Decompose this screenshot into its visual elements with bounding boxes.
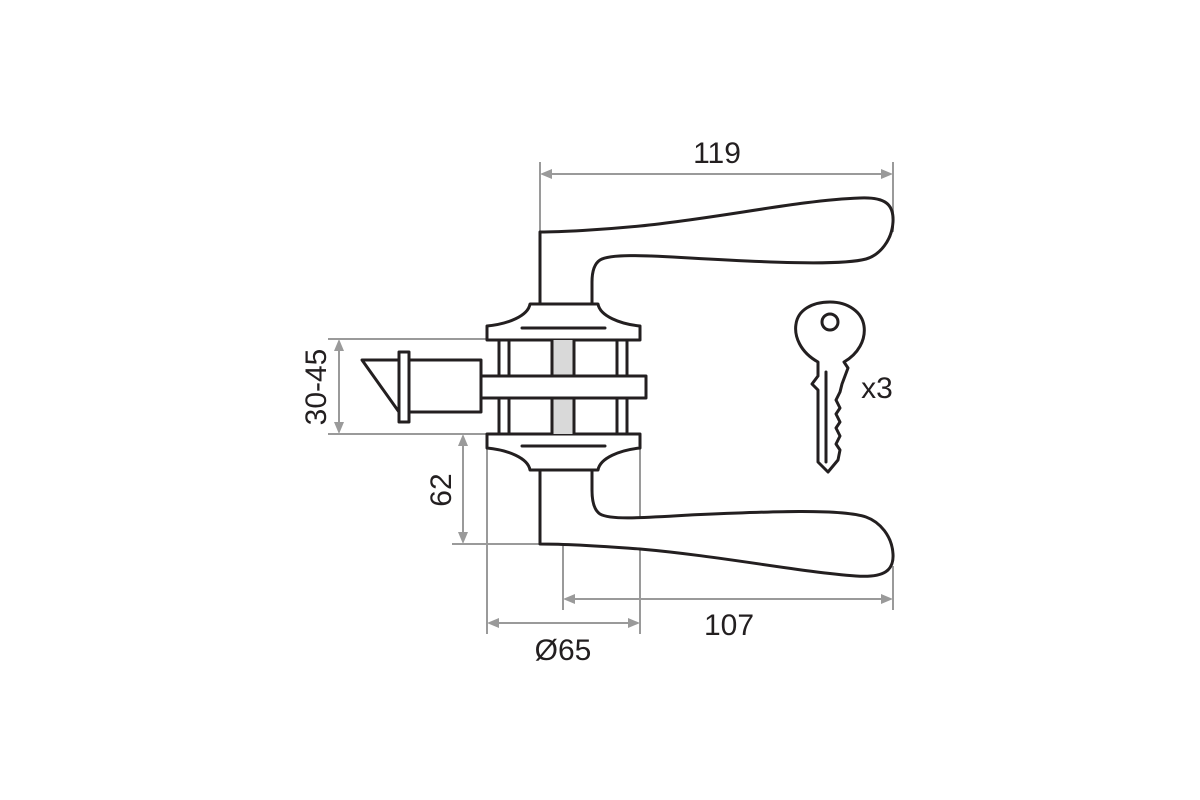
dim-30-45-arrow-top <box>334 339 344 351</box>
lower-lever-handle <box>538 468 895 578</box>
latch-body <box>407 358 483 414</box>
latch-bolt <box>360 350 483 424</box>
key-quantity-label: x3 <box>861 372 893 405</box>
dim-119-arrow-right <box>881 169 893 179</box>
dim-30-45-arrow-bottom <box>334 422 344 434</box>
upper-rosette <box>485 302 642 342</box>
lower-rosette-neck <box>485 432 642 472</box>
dim-107-arrow-right <box>881 594 893 604</box>
dim-65-arrow-right <box>628 618 640 628</box>
key-icon <box>794 300 866 474</box>
dim-62-arrow-bottom <box>458 532 468 544</box>
dim-65-arrow-left <box>487 618 499 628</box>
upper-lever-handle <box>538 196 895 306</box>
lower-rosette <box>485 432 642 472</box>
dim-65-label: Ø65 <box>535 634 592 667</box>
key-hole <box>820 312 840 332</box>
dim-62-arrow-top <box>458 434 468 446</box>
latch-tongue <box>360 358 401 414</box>
key-outline <box>794 300 866 474</box>
latch-bar <box>479 374 648 400</box>
upper-rosette-neck <box>485 302 642 342</box>
dim-62-label: 62 <box>425 473 458 506</box>
dim-30-45-label: 30-45 <box>300 349 333 426</box>
dimension-lines <box>328 162 894 634</box>
dim-107-label: 107 <box>704 609 754 642</box>
dim-107-arrow-left <box>563 594 575 604</box>
dim-119-arrow-left <box>540 169 552 179</box>
dim-119-label: 119 <box>693 137 741 170</box>
